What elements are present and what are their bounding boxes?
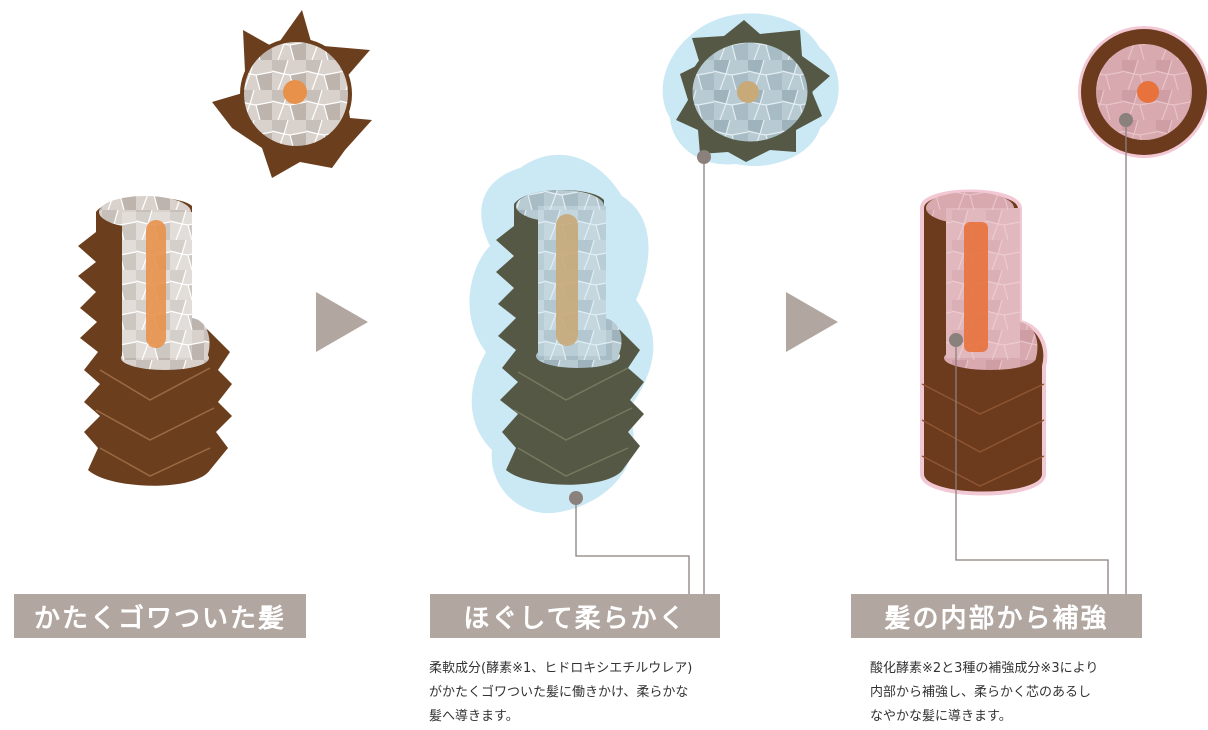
step-description-repair: 酸化酵素※2と3種の補強成分※3により 内部から補強し、柔らかく芯のあるし なや…: [870, 661, 1099, 724]
callout-dot: [697, 150, 711, 164]
softened-hair-cross-section-icon: [676, 20, 830, 162]
damaged-hair-strand-icon: [78, 196, 232, 486]
arrow-right-icon: [786, 292, 838, 352]
step-label-soften: ほぐして柔らかく: [430, 594, 720, 638]
damaged-hair-cross-section-icon: [212, 10, 372, 178]
callout-dot: [1119, 113, 1133, 127]
repaired-hair-strand-icon: [920, 189, 1048, 496]
callout-dot: [949, 333, 963, 347]
callout-dot: [569, 491, 583, 505]
step-description-soften: 柔軟成分(酵素※1、ヒドロキシエチルウレア) がかたくゴワついた髪に働きかけ、柔…: [429, 661, 693, 724]
softened-hair-strand-icon: [496, 189, 644, 485]
step-label-repair: 髪の内部から補強: [851, 594, 1142, 638]
callout-lines: [575, 120, 1127, 594]
arrow-right-icon: [316, 292, 368, 352]
repaired-hair-cross-section-icon: [1078, 26, 1208, 158]
step-label-damaged: かたくゴワついた髪: [14, 594, 306, 638]
